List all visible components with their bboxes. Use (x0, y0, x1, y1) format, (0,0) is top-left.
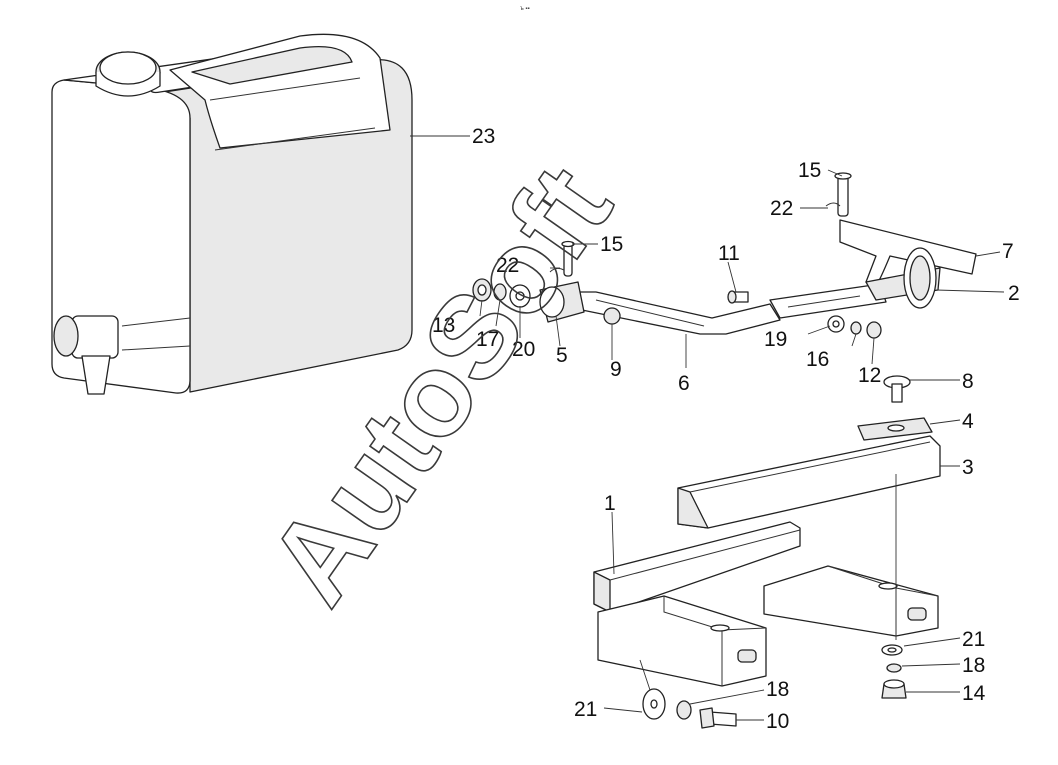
callout-9: 9 (610, 358, 622, 381)
leader-lines (410, 135, 1005, 721)
callout-7: 7 (1002, 240, 1014, 263)
callout-13: 13 (432, 314, 455, 337)
callout-17: 17 (476, 328, 499, 351)
water-canister (51, 33, 413, 395)
callout-18-left: 18 (766, 678, 789, 701)
callout-20: 20 (512, 338, 535, 361)
callout-14: 14 (962, 682, 986, 705)
callout-3: 3 (962, 456, 974, 479)
callout-21-right: 21 (962, 628, 985, 651)
callout-15-left: 15 (600, 233, 623, 256)
callout-19: 19 (764, 328, 787, 351)
callout-21-left: 21 (574, 698, 597, 721)
callout-18-right: 18 (962, 654, 985, 677)
callout-22-left: 22 (496, 254, 519, 277)
callout-16: 16 (806, 348, 829, 371)
strap-assembly (472, 172, 977, 339)
callout-labels: 23 15 22 7 2 11 15 22 13 17 20 5 9 6 19 … (432, 125, 1020, 733)
callout-4: 4 (962, 410, 974, 433)
callout-12: 12 (858, 364, 881, 387)
lower-bracket-parts (677, 375, 941, 529)
callout-2: 2 (1008, 282, 1020, 305)
callout-15-top: 15 (798, 159, 821, 182)
callout-11: 11 (718, 242, 740, 265)
top-mark: ъ ▪▪ (520, 6, 530, 12)
callout-10: 10 (766, 710, 789, 733)
callout-1: 1 (604, 492, 616, 515)
callout-22-top: 22 (770, 197, 793, 220)
callout-8: 8 (962, 370, 974, 393)
callout-23: 23 (472, 125, 495, 148)
callout-5: 5 (556, 344, 568, 367)
base-bracket (593, 521, 939, 729)
callout-6: 6 (678, 372, 690, 395)
